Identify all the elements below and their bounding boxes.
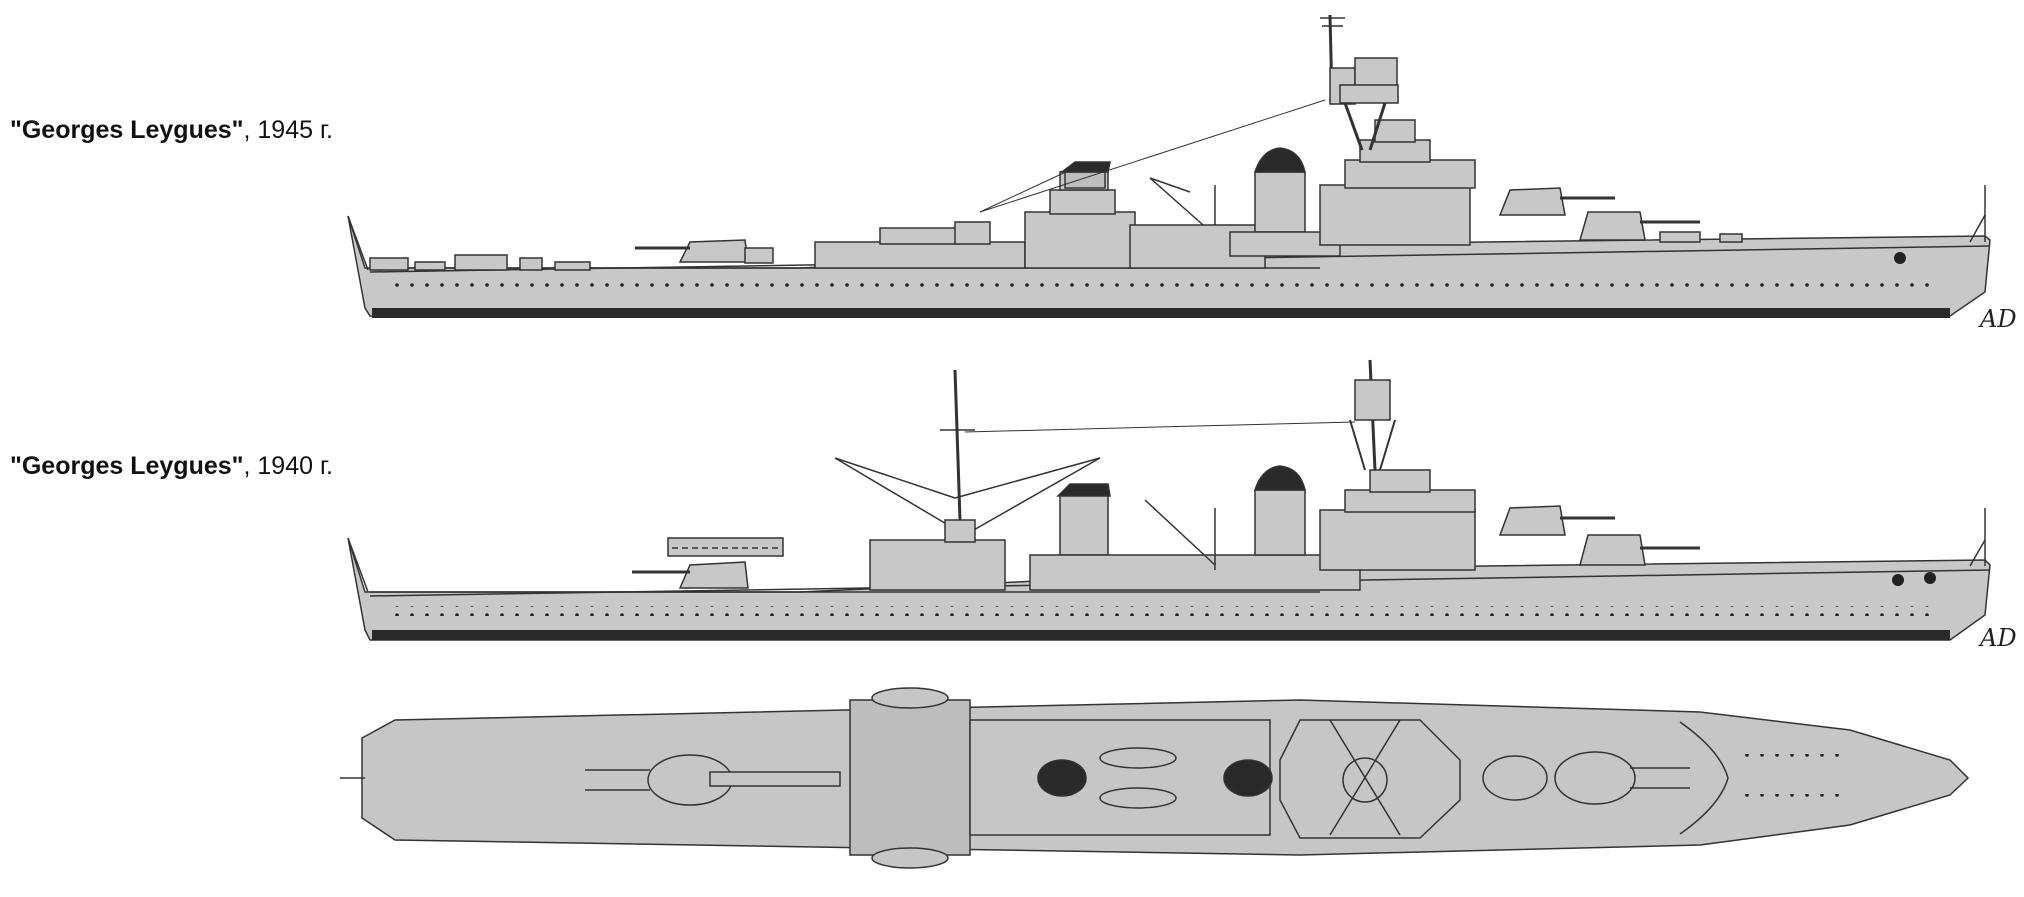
- aft-funnel-plan: [1223, 759, 1273, 797]
- caption-1940: "Georges Leygues", 1940 г.: [10, 452, 333, 481]
- ship-name-1945: "Georges Leygues": [10, 116, 244, 144]
- boot-topping-1945: [372, 308, 1950, 318]
- fore-turret-a-1945: [1579, 211, 1646, 241]
- aft-turret-1945: [678, 239, 749, 263]
- aft-turret-1940: [678, 561, 749, 589]
- deck-plan: [340, 687, 1970, 869]
- caption-1945: "Georges Leygues", 1945 г.: [10, 116, 333, 145]
- profile-1940: [347, 359, 1991, 641]
- fore-turret-b-1945: [1498, 187, 1566, 216]
- aft-funnel-1940: [1254, 489, 1306, 556]
- ship-name-1940: "Georges Leygues": [10, 452, 244, 480]
- artist-signature-1945: AD: [1980, 305, 2017, 333]
- artist-signature-1940: AD: [1980, 624, 2017, 652]
- aft-funnel-1945: [1254, 171, 1306, 233]
- aircraft-crane-1940: [834, 457, 956, 499]
- fore-funnel-1940: [1059, 494, 1109, 556]
- fore-turret-plan: [1554, 751, 1636, 805]
- boot-topping-1940: [372, 630, 1950, 640]
- fore-funnel-plan: [1037, 759, 1087, 797]
- profile-1945: [347, 14, 1991, 318]
- ship-year-1940: , 1940 г.: [243, 452, 333, 480]
- fore-turret-b-1940: [1498, 505, 1566, 536]
- fore-turret-a-1940: [1579, 534, 1646, 566]
- ship-year-1945: , 1945 г.: [243, 116, 333, 144]
